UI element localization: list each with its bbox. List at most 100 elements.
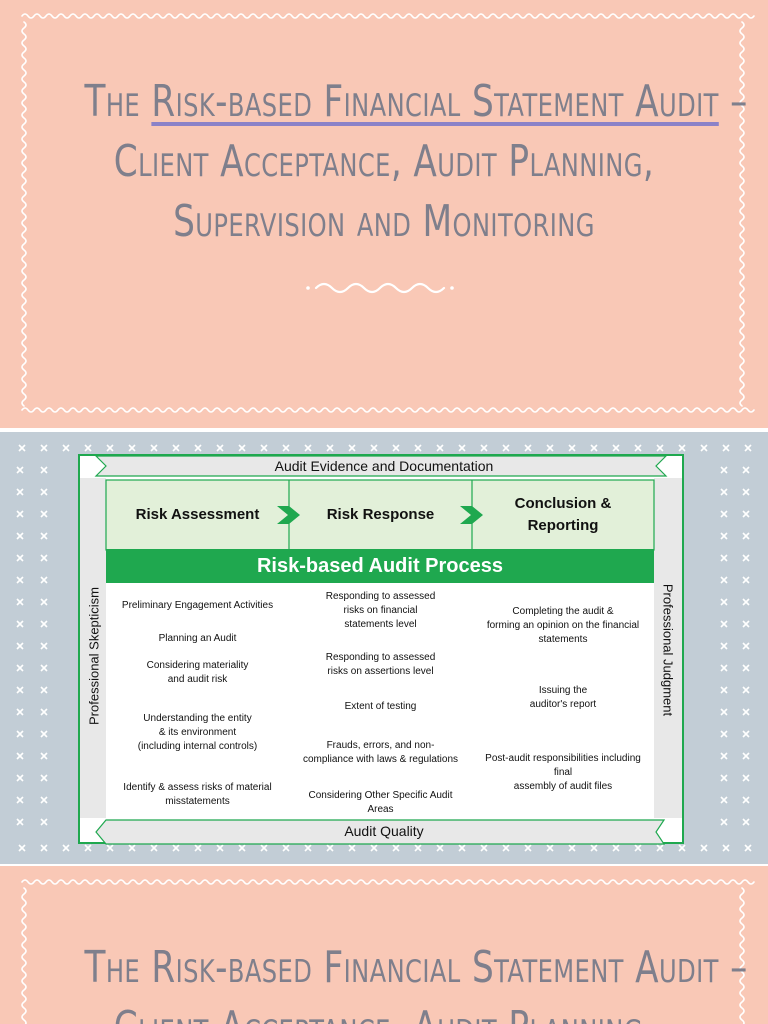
cross-icon xyxy=(568,844,576,852)
list-item: Responding to assessed risks on assertio… xyxy=(325,652,436,677)
chevron-right-icon xyxy=(460,506,483,524)
cross-icon xyxy=(720,818,728,826)
list-item: Extent of testing xyxy=(344,701,417,712)
phase-row xyxy=(105,479,655,551)
cross-icon xyxy=(392,844,400,852)
cross-pattern-border xyxy=(16,444,752,852)
cross-icon xyxy=(612,844,620,852)
phase-risk-assessment: Risk Assessment xyxy=(135,506,260,523)
cross-icon xyxy=(612,444,620,452)
list-item: Considering Other Specific Audit Areas xyxy=(308,790,453,815)
cross-icon xyxy=(16,730,24,738)
cross-icon xyxy=(720,686,728,694)
cross-icon xyxy=(546,444,554,452)
title-highlight: Risk-based Financial Statement Audit xyxy=(151,76,719,127)
cross-icon xyxy=(16,510,24,518)
cross-icon xyxy=(40,466,48,474)
cross-icon xyxy=(348,844,356,852)
cross-icon xyxy=(40,510,48,518)
title-line-2: Client Acceptance, Audit Planning, xyxy=(113,136,655,187)
cross-icon xyxy=(720,620,728,628)
cross-icon xyxy=(502,844,510,852)
cross-icon xyxy=(150,444,158,452)
content-area xyxy=(106,583,654,819)
cross-icon xyxy=(282,844,290,852)
cross-icon xyxy=(16,708,24,716)
cross-icon xyxy=(172,844,180,852)
cross-icon xyxy=(590,444,598,452)
cross-icon xyxy=(40,642,48,650)
cross-icon xyxy=(742,620,750,628)
cross-icon xyxy=(720,796,728,804)
bottom-band-arrow xyxy=(95,819,666,845)
list-item: Preliminary Engagement Activities xyxy=(121,600,274,611)
cross-icon xyxy=(720,752,728,760)
cross-icon xyxy=(40,554,48,562)
cross-icon xyxy=(40,774,48,782)
cross-icon xyxy=(436,844,444,852)
cross-icon xyxy=(722,844,730,852)
cross-icon xyxy=(524,844,532,852)
cross-icon xyxy=(568,444,576,452)
title-slide-repeat: The Risk-based Financial Statement Audit… xyxy=(0,866,768,1024)
cross-icon xyxy=(40,844,48,852)
title-slide: The Risk-based Financial Statement Audit… xyxy=(0,0,768,428)
cross-icon xyxy=(742,598,750,606)
cross-icon xyxy=(720,642,728,650)
cross-icon xyxy=(194,444,202,452)
cross-icon xyxy=(634,444,642,452)
cross-icon xyxy=(16,686,24,694)
cross-icon xyxy=(480,844,488,852)
top-band-arrow xyxy=(94,455,668,477)
cross-icon xyxy=(40,818,48,826)
cross-icon xyxy=(720,532,728,540)
cross-icon xyxy=(40,598,48,606)
right-side-band xyxy=(654,478,682,818)
cross-icon xyxy=(40,796,48,804)
cross-icon xyxy=(720,576,728,584)
cross-icon xyxy=(436,444,444,452)
cross-icon xyxy=(16,664,24,672)
cross-icon xyxy=(742,554,750,562)
cross-icon xyxy=(16,774,24,782)
cross-icon xyxy=(458,444,466,452)
list-item: Completing the audit & forming an opinio… xyxy=(486,606,640,645)
cross-icon xyxy=(392,444,400,452)
cross-icon xyxy=(260,844,268,852)
cross-icon xyxy=(502,444,510,452)
cross-icon xyxy=(348,444,356,452)
cross-icon xyxy=(40,444,48,452)
cross-icon xyxy=(216,844,224,852)
left-side-band xyxy=(80,478,106,818)
cross-icon xyxy=(326,444,334,452)
list-item: Considering materiality and audit risk xyxy=(146,660,249,685)
cross-icon xyxy=(414,444,422,452)
cross-icon xyxy=(722,444,730,452)
cross-icon xyxy=(678,844,686,852)
cross-icon xyxy=(634,844,642,852)
cross-icon xyxy=(742,532,750,540)
cross-icon xyxy=(720,554,728,562)
cross-icon xyxy=(16,620,24,628)
cross-icon xyxy=(194,844,202,852)
cross-icon xyxy=(742,774,750,782)
cross-icon xyxy=(742,510,750,518)
list-item: Frauds, errors, and non- compliance with… xyxy=(302,740,459,765)
decorative-border xyxy=(21,13,755,413)
cross-icon xyxy=(216,444,224,452)
cross-icon xyxy=(40,664,48,672)
cross-icon xyxy=(40,576,48,584)
cross-icon xyxy=(720,510,728,518)
cross-icon xyxy=(524,444,532,452)
cross-icon xyxy=(40,686,48,694)
cross-icon xyxy=(742,466,750,474)
cross-icon xyxy=(84,844,92,852)
list-item: Identify & assess risks of material miss… xyxy=(123,782,272,807)
cross-icon xyxy=(172,444,180,452)
right-side-label: Professional Judgment xyxy=(660,583,676,717)
cross-icon xyxy=(480,444,488,452)
slide-title: The Risk-based Financial Statement Audit… xyxy=(84,72,747,252)
cross-icon xyxy=(370,444,378,452)
cross-icon xyxy=(414,844,422,852)
